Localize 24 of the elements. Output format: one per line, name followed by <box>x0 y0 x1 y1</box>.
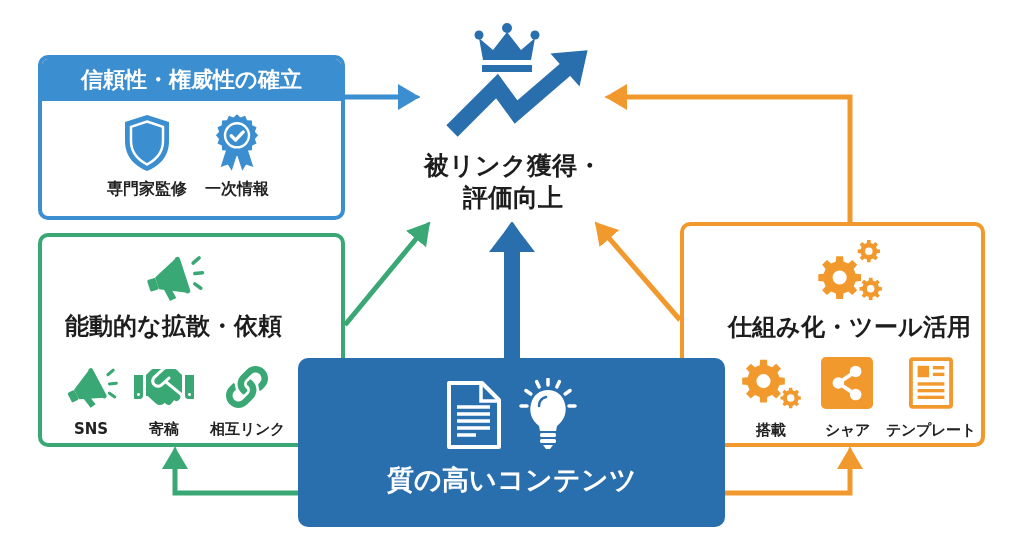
arrow <box>725 447 863 496</box>
category-card <box>38 233 345 447</box>
arrow <box>162 447 298 496</box>
content-panel <box>298 358 725 527</box>
arrow <box>489 222 535 358</box>
card-heading: 能動的な拡散・依頼 <box>65 311 282 341</box>
goal-text: 被リンク獲得・評価向上 <box>422 150 603 214</box>
icon-caption: SNS <box>73 419 109 439</box>
icon-caption: 専門家監修 <box>106 179 187 199</box>
category-card <box>38 55 345 220</box>
icon-caption: 搭載 <box>756 420 786 440</box>
panel-title: 質の高いコンテンツ <box>386 463 637 497</box>
arrow <box>343 220 432 327</box>
arrow <box>593 220 682 322</box>
category-card <box>680 222 985 447</box>
card-header: 信頼性・権威性の確立 <box>42 59 341 101</box>
icon-caption: テンプレート <box>886 420 976 440</box>
icon-caption: 相互リンク <box>209 419 285 439</box>
arrow <box>605 84 853 222</box>
icon-caption: 寄稿 <box>149 419 179 439</box>
card-heading: 仕組み化・ツール活用 <box>728 312 971 342</box>
arrow <box>345 84 420 110</box>
icon-caption: シャア <box>824 420 870 440</box>
icon-caption: 一次情報 <box>204 179 269 199</box>
